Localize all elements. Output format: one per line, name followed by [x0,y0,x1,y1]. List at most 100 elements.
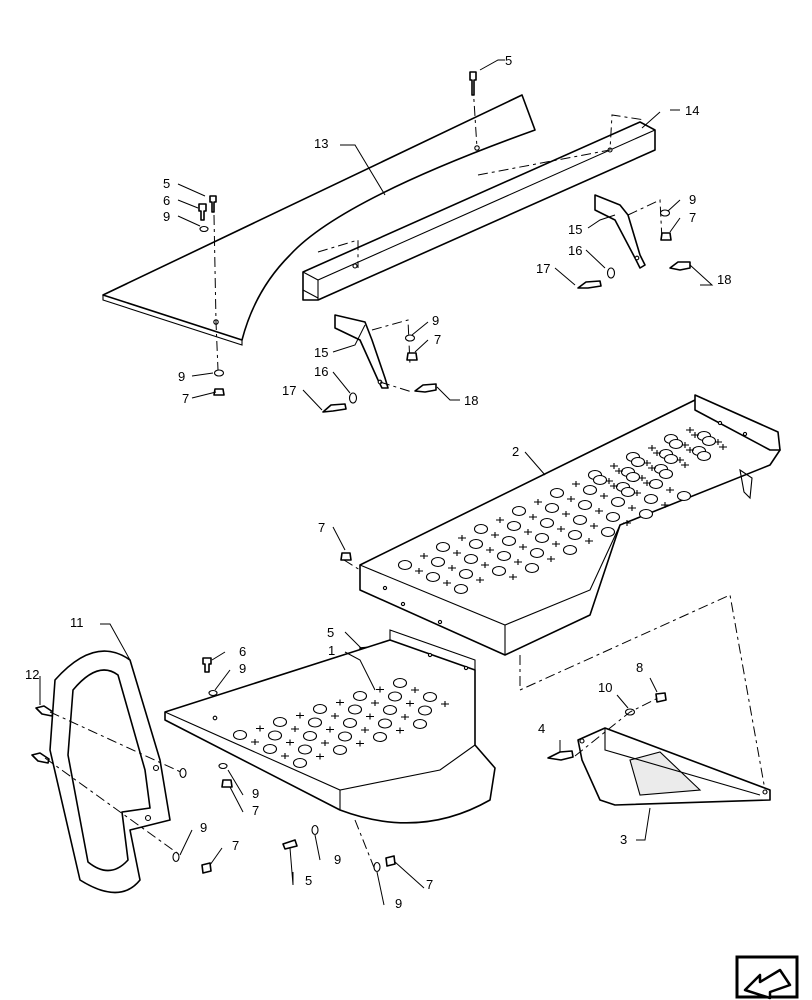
part-3-support-bracket [574,696,771,806]
perforation-hole [382,704,398,716]
perforation-hole [610,496,626,508]
perforation-hole [347,704,363,715]
callout-5: 5 [327,625,334,640]
perforation-cross [552,541,560,547]
perforation-hole [701,435,717,447]
perforation-cross [585,538,593,544]
perforation-cross [366,713,374,720]
perforation-hole [435,541,451,553]
perforation-cross [529,514,537,520]
callout-7: 7 [318,520,325,535]
part-15-bracket-upper [594,194,663,269]
perforation-hole [397,559,413,571]
callout-7: 7 [426,877,433,892]
perforation-hole [312,703,328,715]
perforation-cross [361,727,369,733]
perforation-cross [356,740,364,747]
perforation-cross [623,520,631,526]
perforation-cross [251,739,259,745]
perforation-cross [661,502,669,508]
perforation-hole [567,529,583,541]
perforation-hole [506,520,522,532]
callout-16: 16 [568,243,582,258]
part-15-bracket-lower [334,314,413,393]
perforation-hole [297,744,313,755]
callout-5: 5 [505,53,512,68]
callout-7: 7 [434,332,441,347]
perforation-cross [496,517,504,523]
perforation-cross [686,427,694,433]
perforation-hole [648,478,664,490]
arrow-navigation-icon[interactable] [735,955,799,1000]
perforation-cross [686,447,694,453]
perforation-hole [529,547,545,559]
perforation-hole [572,514,588,526]
leader-lines [39,59,714,906]
perforation-cross [562,511,570,517]
perforation-cross [643,480,651,486]
perforation-cross [396,727,404,734]
perforation-hole [524,562,540,574]
perforation-hole [332,744,348,756]
perforation-cross [534,499,542,505]
perforation-hole [676,490,692,502]
perforation-hole [473,523,489,535]
perforation-cross [524,529,532,535]
perforation-cross [519,544,527,550]
callout-9: 9 [239,661,246,676]
callout-7: 7 [689,210,696,225]
perforation-cross [415,568,423,574]
perforation-cross [666,487,674,493]
callout-2: 2 [512,444,519,459]
perforation-cross [296,712,304,719]
perforation-hole [562,544,578,556]
perforation-cross [486,547,494,553]
part-13-fender-panel [102,84,536,371]
perforation-cross [572,481,580,487]
callout-18: 18 [717,272,731,287]
callout-7: 7 [252,803,259,818]
perforation-hole [582,484,598,496]
perforation-hole [377,718,393,729]
callout-8: 8 [636,660,643,675]
perforation-cross [316,753,324,760]
perforation-cross [441,701,449,707]
perforation-cross [547,556,555,562]
perforation-hole [658,468,674,480]
perforation-cross [420,553,428,559]
perforation-hole [422,691,438,703]
perforation-hole [663,453,679,465]
perforation-hole [643,493,659,505]
perforation-cross [567,496,575,502]
callout-7: 7 [182,391,189,406]
perforation-cross [628,505,636,511]
callout-17: 17 [282,383,296,398]
perforation-cross [291,726,299,732]
perforation-hole [496,550,512,562]
callout-4: 4 [538,721,545,736]
callout-16: 16 [314,364,328,379]
perforation-hole [638,508,654,520]
perforation-hole [625,471,641,483]
callout-15: 15 [314,345,328,360]
perforation-cross [401,714,409,720]
perforation-hole [425,571,441,583]
perforation-hole [307,717,323,728]
callout-7: 7 [232,838,239,853]
perforation-hole [463,553,479,565]
perforation-hole [696,450,712,462]
perforation-hole [372,731,388,743]
perforation-cross [411,687,419,693]
perforation-cross [331,713,339,719]
perforation-hole [600,526,616,538]
perforation-hole [267,730,283,741]
perforation-cross [610,483,618,489]
perforation-cross [595,508,603,514]
perforation-cross [443,580,451,586]
perforation-cross [406,700,414,707]
perforation-hole [453,583,469,595]
part-11-handrail [44,650,184,894]
perforation-hole [491,565,507,577]
callout-5: 5 [305,873,312,888]
